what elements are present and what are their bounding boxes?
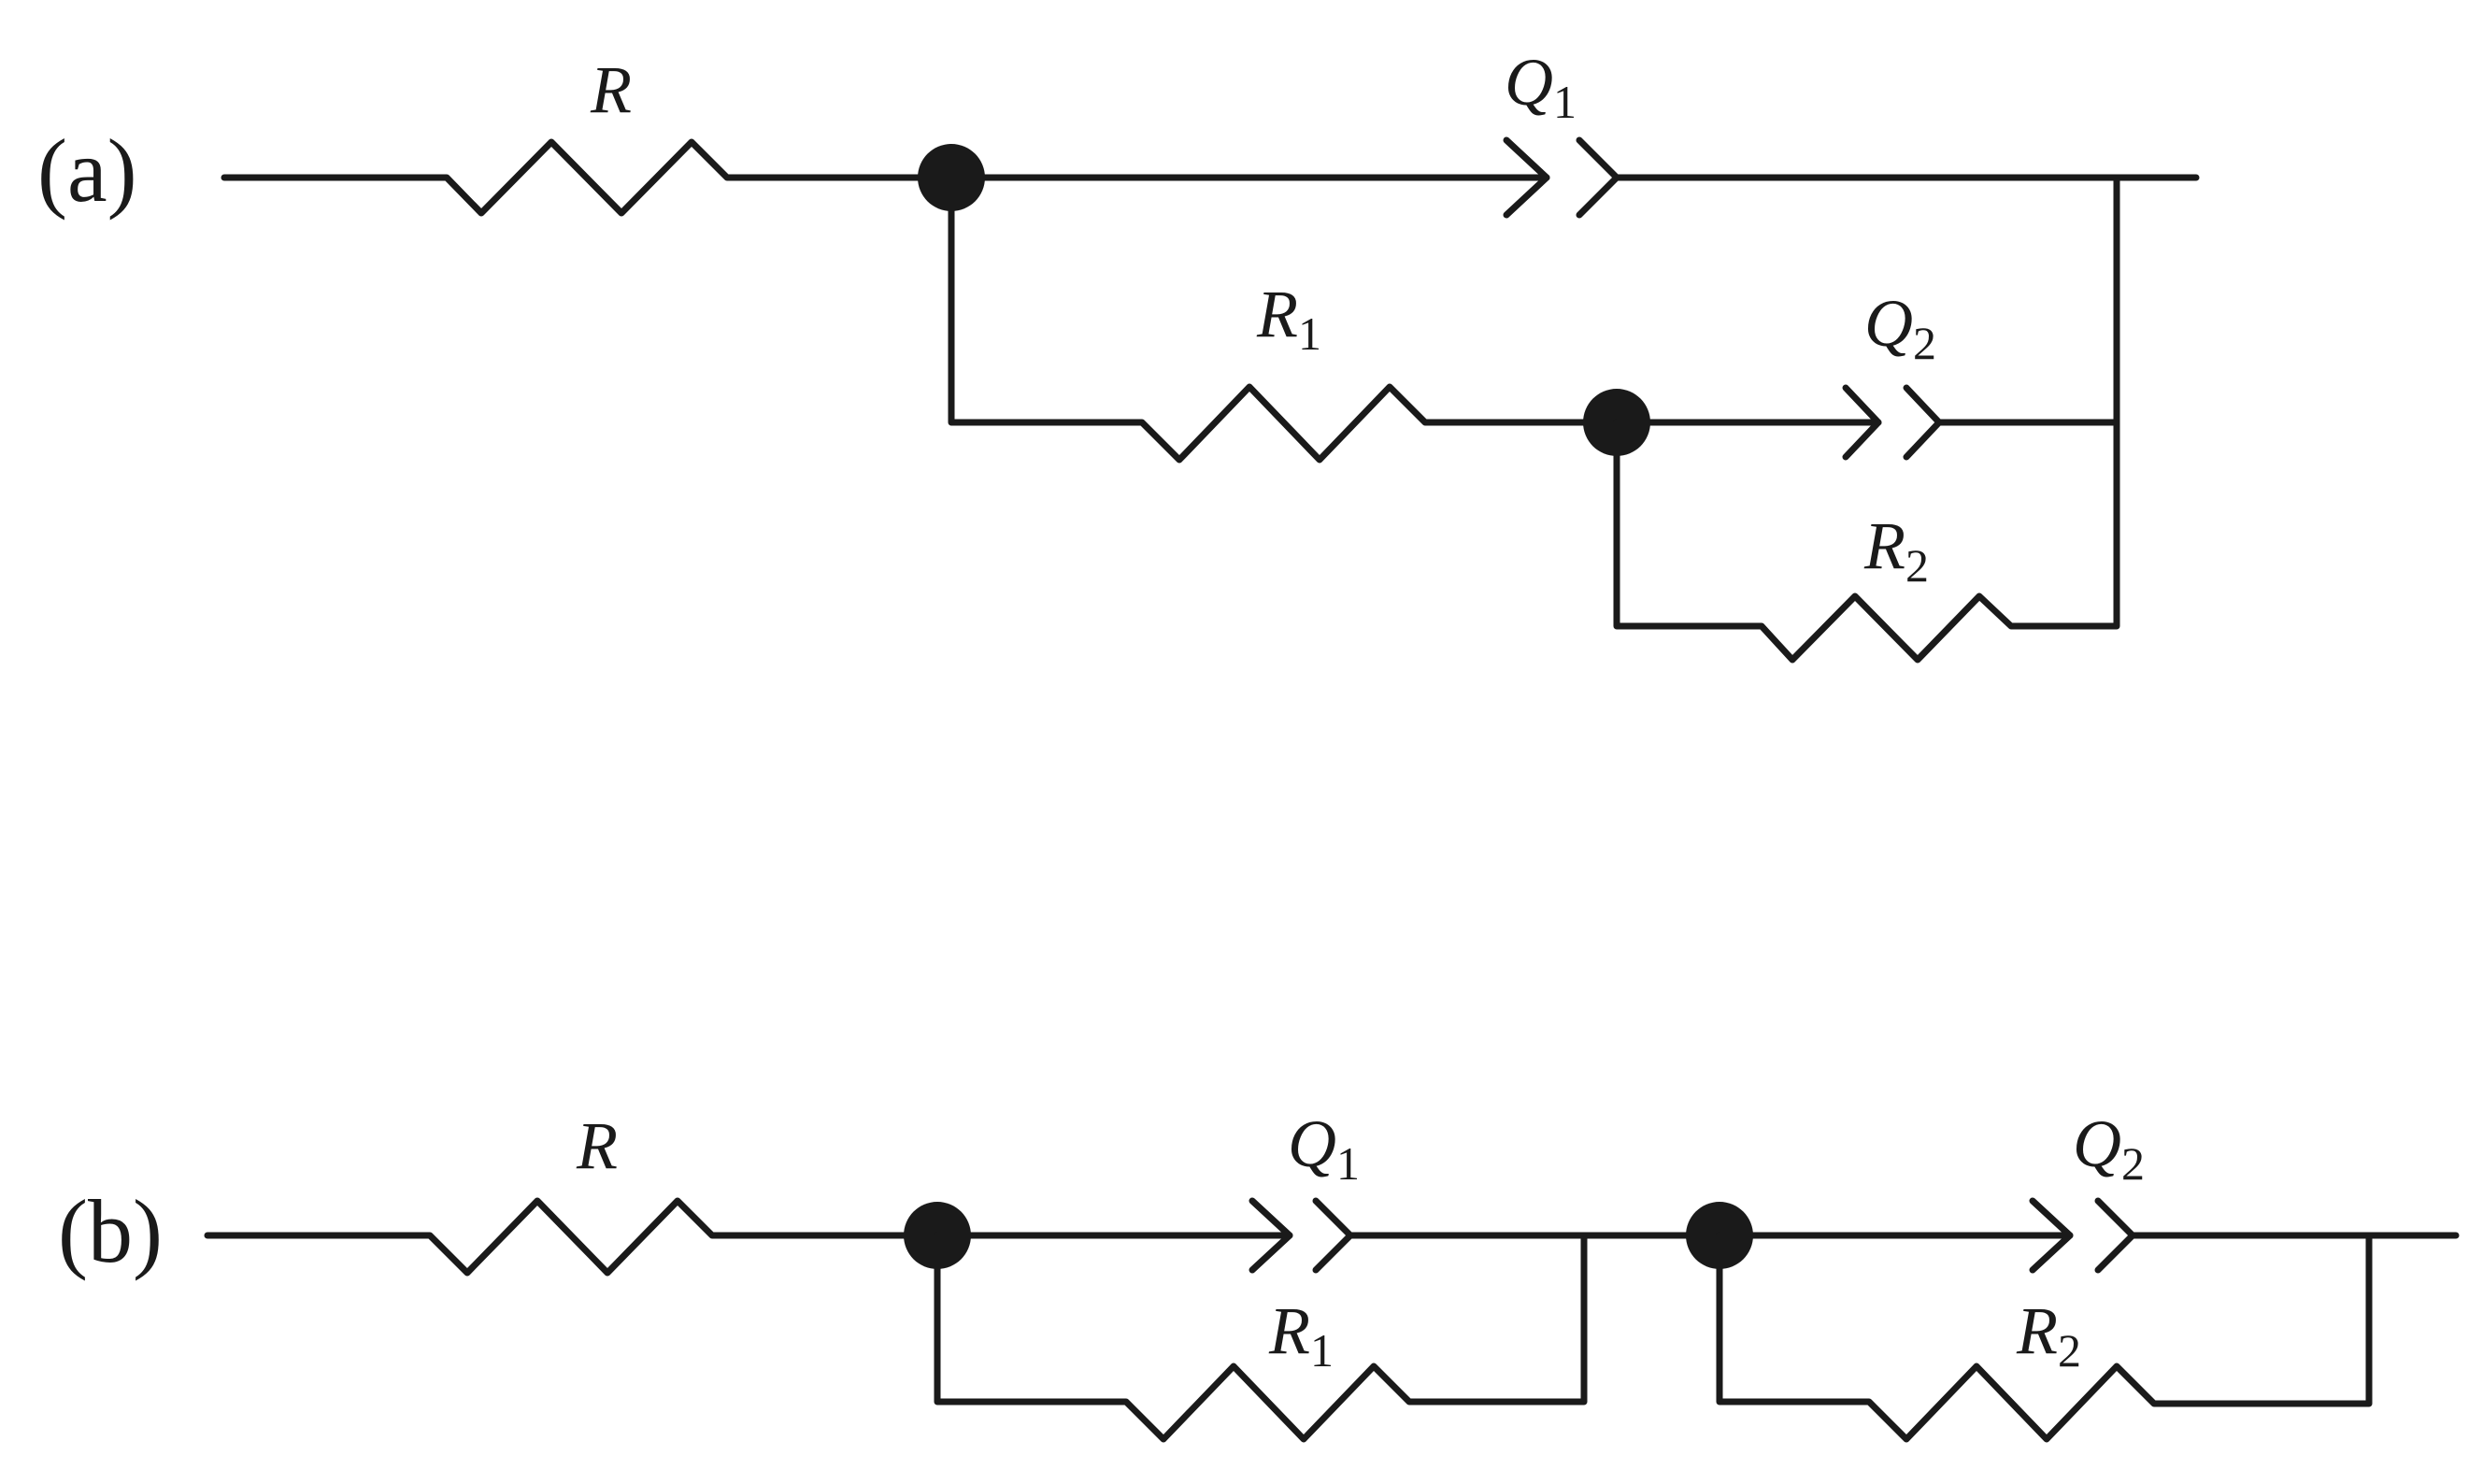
panel-b-label-r2-sub: 2 — [2058, 1324, 2081, 1377]
panel-a-label-r2: R2 — [1863, 508, 1929, 592]
panel-a-label-r-main: R — [590, 52, 632, 127]
panel-a-label-q2: Q2 — [1864, 286, 1936, 369]
panel-a-label-r2-main: R — [1863, 508, 1905, 583]
panel-b-label-r2: R2 — [2016, 1293, 2081, 1377]
panel-a-label-q1-main: Q — [1505, 45, 1553, 120]
panel-a-resistor-r2 — [1613, 174, 2120, 664]
panel-b-label-r1: R1 — [1268, 1293, 1334, 1377]
panel-b-resistor-r2 — [1716, 1232, 2373, 1443]
panel-b-label-r1-main: R — [1268, 1293, 1310, 1368]
panel-b-label-r2-main: R — [2016, 1293, 2058, 1368]
panel-b-label: (b) — [58, 1181, 163, 1281]
panel-b-cpe-q1-right — [1312, 1197, 1354, 1274]
panel-a-label-q2-main: Q — [1864, 286, 1913, 361]
panel-b-label-r-main: R — [576, 1108, 618, 1183]
panel-b-label-q1-main: Q — [1288, 1106, 1336, 1181]
panel-b-label-q1-sub: 1 — [1336, 1137, 1360, 1190]
panel-a-label-r1-sub: 1 — [1298, 307, 1321, 360]
panel-a-label-r2-sub: 2 — [1905, 539, 1929, 592]
panel-b-resistor-r1 — [934, 1232, 1588, 1443]
panel-a-cpe-q1-right — [1576, 136, 1620, 219]
panel-b-label-r1-sub: 1 — [1310, 1324, 1334, 1377]
panel-b-resistor-r — [204, 1197, 941, 1277]
panel-b-label-q1: Q1 — [1288, 1106, 1360, 1190]
panel-a: (a) R Q1 R1 Q2 R2 — [37, 45, 2200, 664]
panel-a-label-r1: R1 — [1256, 277, 1321, 360]
panel-a-label-r1-main: R — [1256, 277, 1298, 351]
panel-b-label-q2: Q2 — [2073, 1106, 2145, 1190]
panel-a-resistor-r1 — [948, 174, 1620, 464]
panel-b-label-q2-sub: 2 — [2121, 1137, 2145, 1190]
panel-a-label-q1: Q1 — [1505, 45, 1577, 128]
panel-a-cpe-q2-right — [1903, 384, 1943, 461]
panel-a-label-r: R — [590, 52, 632, 127]
panel-b-label-q2-main: Q — [2073, 1106, 2121, 1181]
panel-b-cpe-q2-left — [2029, 1197, 2074, 1274]
panel-b: (b) R Q1 R1 Q2 R2 — [58, 1106, 2460, 1443]
panel-b-cpe-q1-left — [1249, 1197, 1293, 1274]
panel-a-cpe-q1-left — [1503, 136, 1550, 219]
panel-a-label-q1-sub: 1 — [1553, 76, 1577, 128]
panel-b-cpe-q2-right — [2094, 1197, 2136, 1274]
panel-a-label-q2-sub: 2 — [1913, 317, 1936, 369]
panel-a-cpe-q2-left — [1842, 384, 1882, 461]
panel-a-resistor-r — [221, 138, 955, 217]
panel-a-label: (a) — [37, 121, 137, 221]
panel-b-label-r: R — [576, 1108, 618, 1183]
